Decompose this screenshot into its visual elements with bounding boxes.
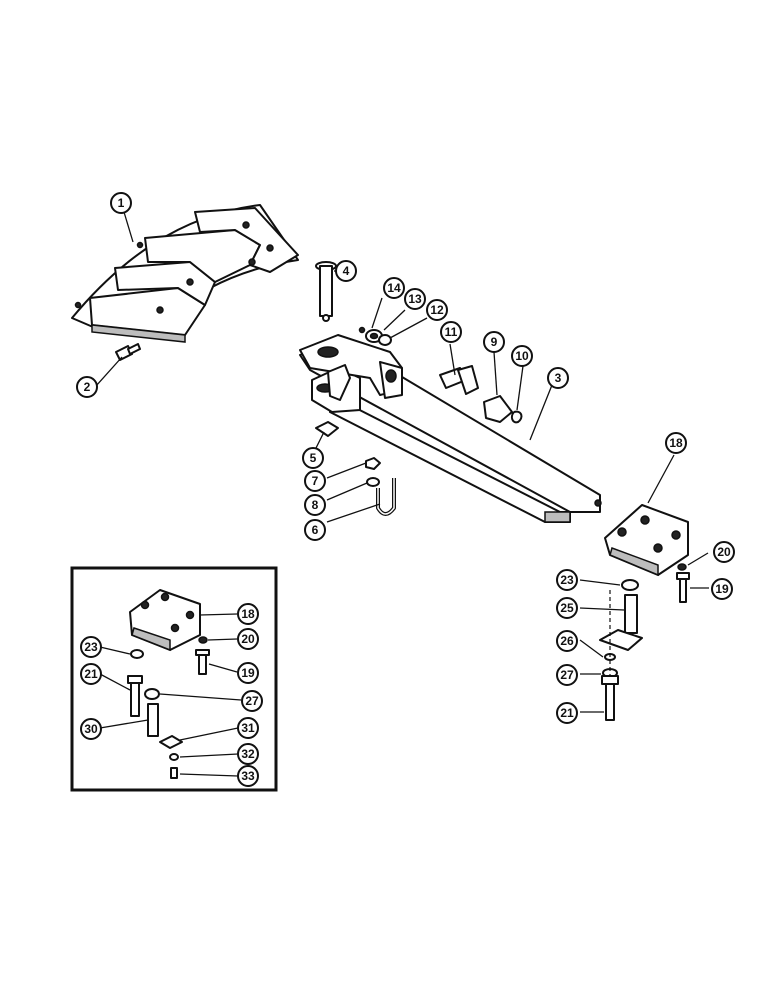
bolt-part — [115, 343, 141, 361]
inset-callout-19: 19 — [237, 662, 259, 684]
svg-text:23: 23 — [560, 573, 574, 587]
inset-callout-30: 30 — [80, 718, 102, 740]
callout-27: 27 — [556, 664, 578, 686]
svg-text:9: 9 — [491, 335, 498, 349]
svg-text:32: 32 — [241, 747, 255, 761]
stud-bushing-part — [439, 365, 523, 424]
svg-text:31: 31 — [241, 721, 255, 735]
svg-text:13: 13 — [408, 292, 422, 306]
svg-text:30: 30 — [84, 722, 98, 736]
callout-8: 8 — [304, 494, 326, 516]
callout-10: 10 — [511, 345, 533, 367]
inset-callout-20: 20 — [237, 628, 259, 650]
svg-text:18: 18 — [669, 436, 683, 450]
inset-callout-27: 27 — [241, 690, 263, 712]
callout-19: 19 — [711, 578, 733, 600]
callout-9: 9 — [483, 331, 505, 353]
inset-callout-21: 21 — [80, 663, 102, 685]
svg-text:12: 12 — [430, 303, 444, 317]
svg-text:3: 3 — [555, 371, 562, 385]
svg-text:10: 10 — [515, 349, 529, 363]
svg-text:5: 5 — [310, 451, 317, 465]
svg-text:27: 27 — [560, 668, 574, 682]
svg-text:14: 14 — [387, 281, 401, 295]
nut-washer-part — [365, 457, 381, 487]
inset-callout-23: 23 — [80, 636, 102, 658]
callout-11: 11 — [440, 321, 462, 343]
callout-6: 6 — [304, 519, 326, 541]
pin-part — [315, 261, 337, 322]
svg-text:20: 20 — [241, 632, 255, 646]
callout-2: 2 — [76, 376, 98, 398]
washer-set-part — [358, 326, 392, 346]
svg-text:21: 21 — [84, 667, 98, 681]
svg-text:27: 27 — [245, 694, 259, 708]
callout-1: 1 — [110, 192, 132, 214]
inset-detail — [70, 566, 278, 792]
callout-18: 18 — [665, 432, 687, 454]
svg-text:8: 8 — [312, 498, 319, 512]
callout-3: 3 — [547, 367, 569, 389]
u-bolt-part — [376, 478, 396, 516]
callout-13: 13 — [404, 288, 426, 310]
leader-lines — [95, 211, 709, 713]
inset-callout-33: 33 — [237, 765, 259, 787]
svg-text:23: 23 — [84, 640, 98, 654]
svg-text:19: 19 — [715, 582, 729, 596]
right-hardware-part — [599, 563, 690, 721]
svg-text:2: 2 — [84, 380, 91, 394]
svg-text:11: 11 — [445, 325, 458, 339]
svg-text:26: 26 — [560, 634, 574, 648]
callout-21: 21 — [556, 702, 578, 724]
svg-text:19: 19 — [241, 666, 255, 680]
svg-text:25: 25 — [560, 601, 574, 615]
callout-12: 12 — [426, 299, 448, 321]
inset-callout-31: 31 — [237, 717, 259, 739]
svg-text:7: 7 — [312, 474, 319, 488]
inset-callout-18: 18 — [237, 603, 259, 625]
svg-text:1: 1 — [118, 196, 125, 210]
svg-text:18: 18 — [241, 607, 255, 621]
drawbar-part — [299, 334, 602, 523]
inset-callout-32: 32 — [237, 743, 259, 765]
callout-7: 7 — [304, 470, 326, 492]
svg-text:20: 20 — [717, 545, 731, 559]
callout-20: 20 — [713, 541, 735, 563]
swing-guide-part — [71, 204, 299, 343]
callout-25: 25 — [556, 597, 578, 619]
svg-text:4: 4 — [343, 264, 350, 278]
callout-5: 5 — [302, 447, 324, 469]
callout-14: 14 — [383, 277, 405, 299]
svg-text:6: 6 — [312, 523, 319, 537]
callout-23: 23 — [556, 569, 578, 591]
callout-4: 4 — [335, 260, 357, 282]
svg-text:33: 33 — [241, 769, 255, 783]
mounting-bracket-part — [604, 504, 689, 577]
clip-part — [315, 421, 339, 437]
callout-26: 26 — [556, 630, 578, 652]
svg-text:21: 21 — [560, 706, 574, 720]
